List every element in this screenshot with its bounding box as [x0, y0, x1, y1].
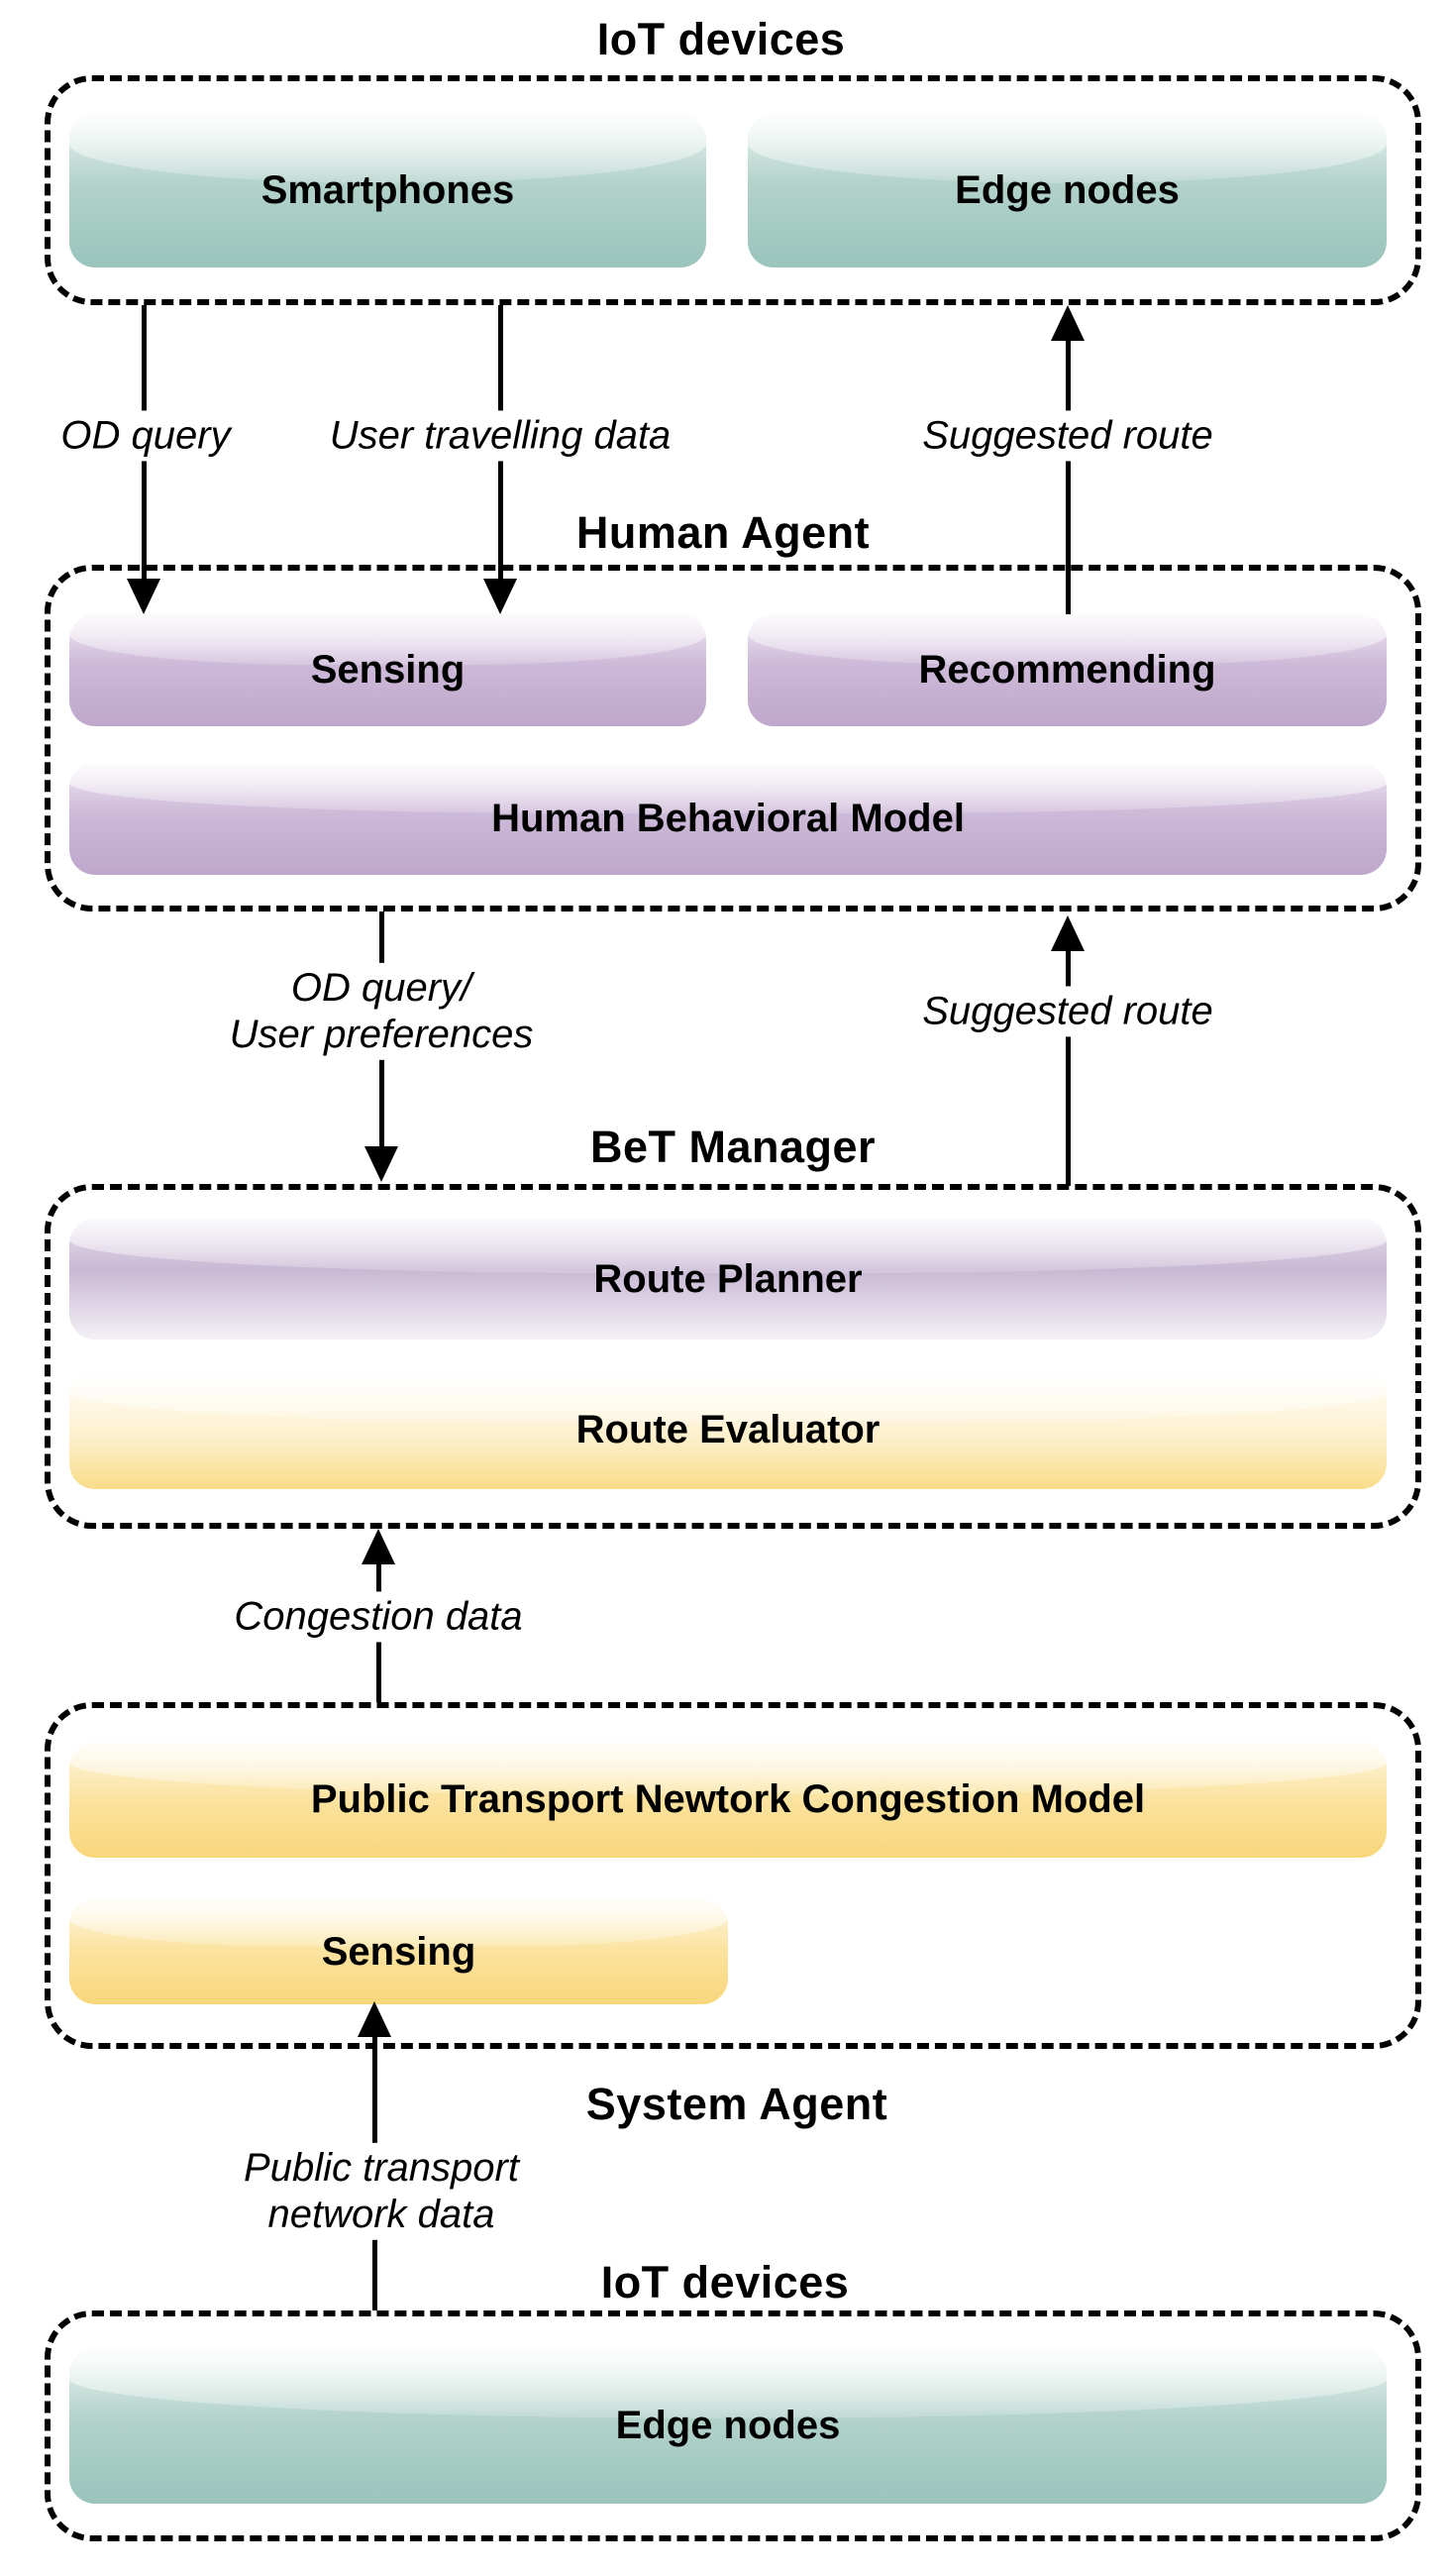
- arrow-label-congestion-data: Congestion data: [222, 1591, 535, 1643]
- arrowhead-down-icon: [127, 579, 160, 614]
- container-human-agent: [45, 565, 1421, 912]
- arrow-label-line1: Public transport: [244, 2145, 519, 2190]
- node-edge-nodes-top-label: Edge nodes: [955, 168, 1180, 212]
- section-title-iot-top: IoT devices: [596, 14, 846, 64]
- arrowhead-down-icon: [483, 579, 517, 614]
- container-system-agent: [45, 1702, 1421, 2049]
- arrow-label-suggested-route-top: Suggested route: [910, 410, 1225, 462]
- arrow-label-od-query: OD query: [49, 410, 243, 462]
- section-title-human-agent: Human Agent: [575, 507, 871, 558]
- node-smartphones-label: Smartphones: [260, 168, 515, 212]
- node-smartphones: Smartphones: [69, 114, 706, 268]
- section-title-iot-bottom: IoT devices: [600, 2257, 850, 2308]
- arrow-label-public-transport-network-data: Public transport network data: [232, 2142, 531, 2241]
- node-route-evaluator: Route Evaluator: [69, 1370, 1387, 1489]
- node-sensing-human: Sensing: [69, 614, 706, 726]
- container-bet-manager: [45, 1184, 1421, 1529]
- node-human-behavioral-model-label: Human Behavioral Model: [491, 797, 965, 840]
- node-congestion-model-label: Public Transport Newtork Congestion Mode…: [310, 1777, 1146, 1821]
- arrow-line: [1066, 341, 1071, 614]
- arrow-label-suggested-route-mid: Suggested route: [910, 986, 1225, 1037]
- node-route-planner-label: Route Planner: [593, 1256, 863, 1301]
- node-sensing-system-label: Sensing: [321, 1929, 476, 1974]
- node-sensing-system: Sensing: [69, 1899, 728, 2004]
- node-sensing-human-label: Sensing: [310, 648, 466, 692]
- node-recommending-label: Recommending: [918, 648, 1216, 692]
- arrowhead-up-icon: [1051, 915, 1085, 951]
- arrowhead-down-icon: [364, 1146, 398, 1182]
- node-route-evaluator-label: Route Evaluator: [575, 1407, 881, 1451]
- arrow-label-line2: network data: [267, 2193, 495, 2236]
- arrow-label-od-query-user-preferences: OD query/ User preferences: [217, 962, 546, 1061]
- node-edge-nodes-bottom: Edge nodes: [69, 2348, 1387, 2504]
- arrow-label-user-travelling-data: User travelling data: [317, 410, 683, 462]
- section-title-bet-manager: BeT Manager: [589, 1122, 877, 1172]
- arrow-label-line1: OD query/: [290, 965, 472, 1010]
- node-human-behavioral-model: Human Behavioral Model: [69, 763, 1387, 875]
- node-edge-nodes-top: Edge nodes: [748, 114, 1387, 268]
- arrowhead-up-icon: [362, 1529, 395, 1564]
- node-congestion-model: Public Transport Newtork Congestion Mode…: [69, 1742, 1387, 1858]
- section-title-system-agent: System Agent: [585, 2079, 888, 2129]
- arrowhead-up-icon: [358, 2001, 391, 2037]
- arrowhead-up-icon: [1051, 305, 1085, 341]
- arrow-line: [1066, 951, 1071, 1186]
- container-iot-top: [45, 75, 1421, 305]
- node-recommending: Recommending: [748, 614, 1387, 726]
- arrow-label-line2: User preferences: [229, 1013, 534, 1056]
- container-iot-bottom: [45, 2310, 1421, 2541]
- node-route-planner: Route Planner: [69, 1219, 1387, 1340]
- node-edge-nodes-bottom-label: Edge nodes: [615, 2404, 841, 2447]
